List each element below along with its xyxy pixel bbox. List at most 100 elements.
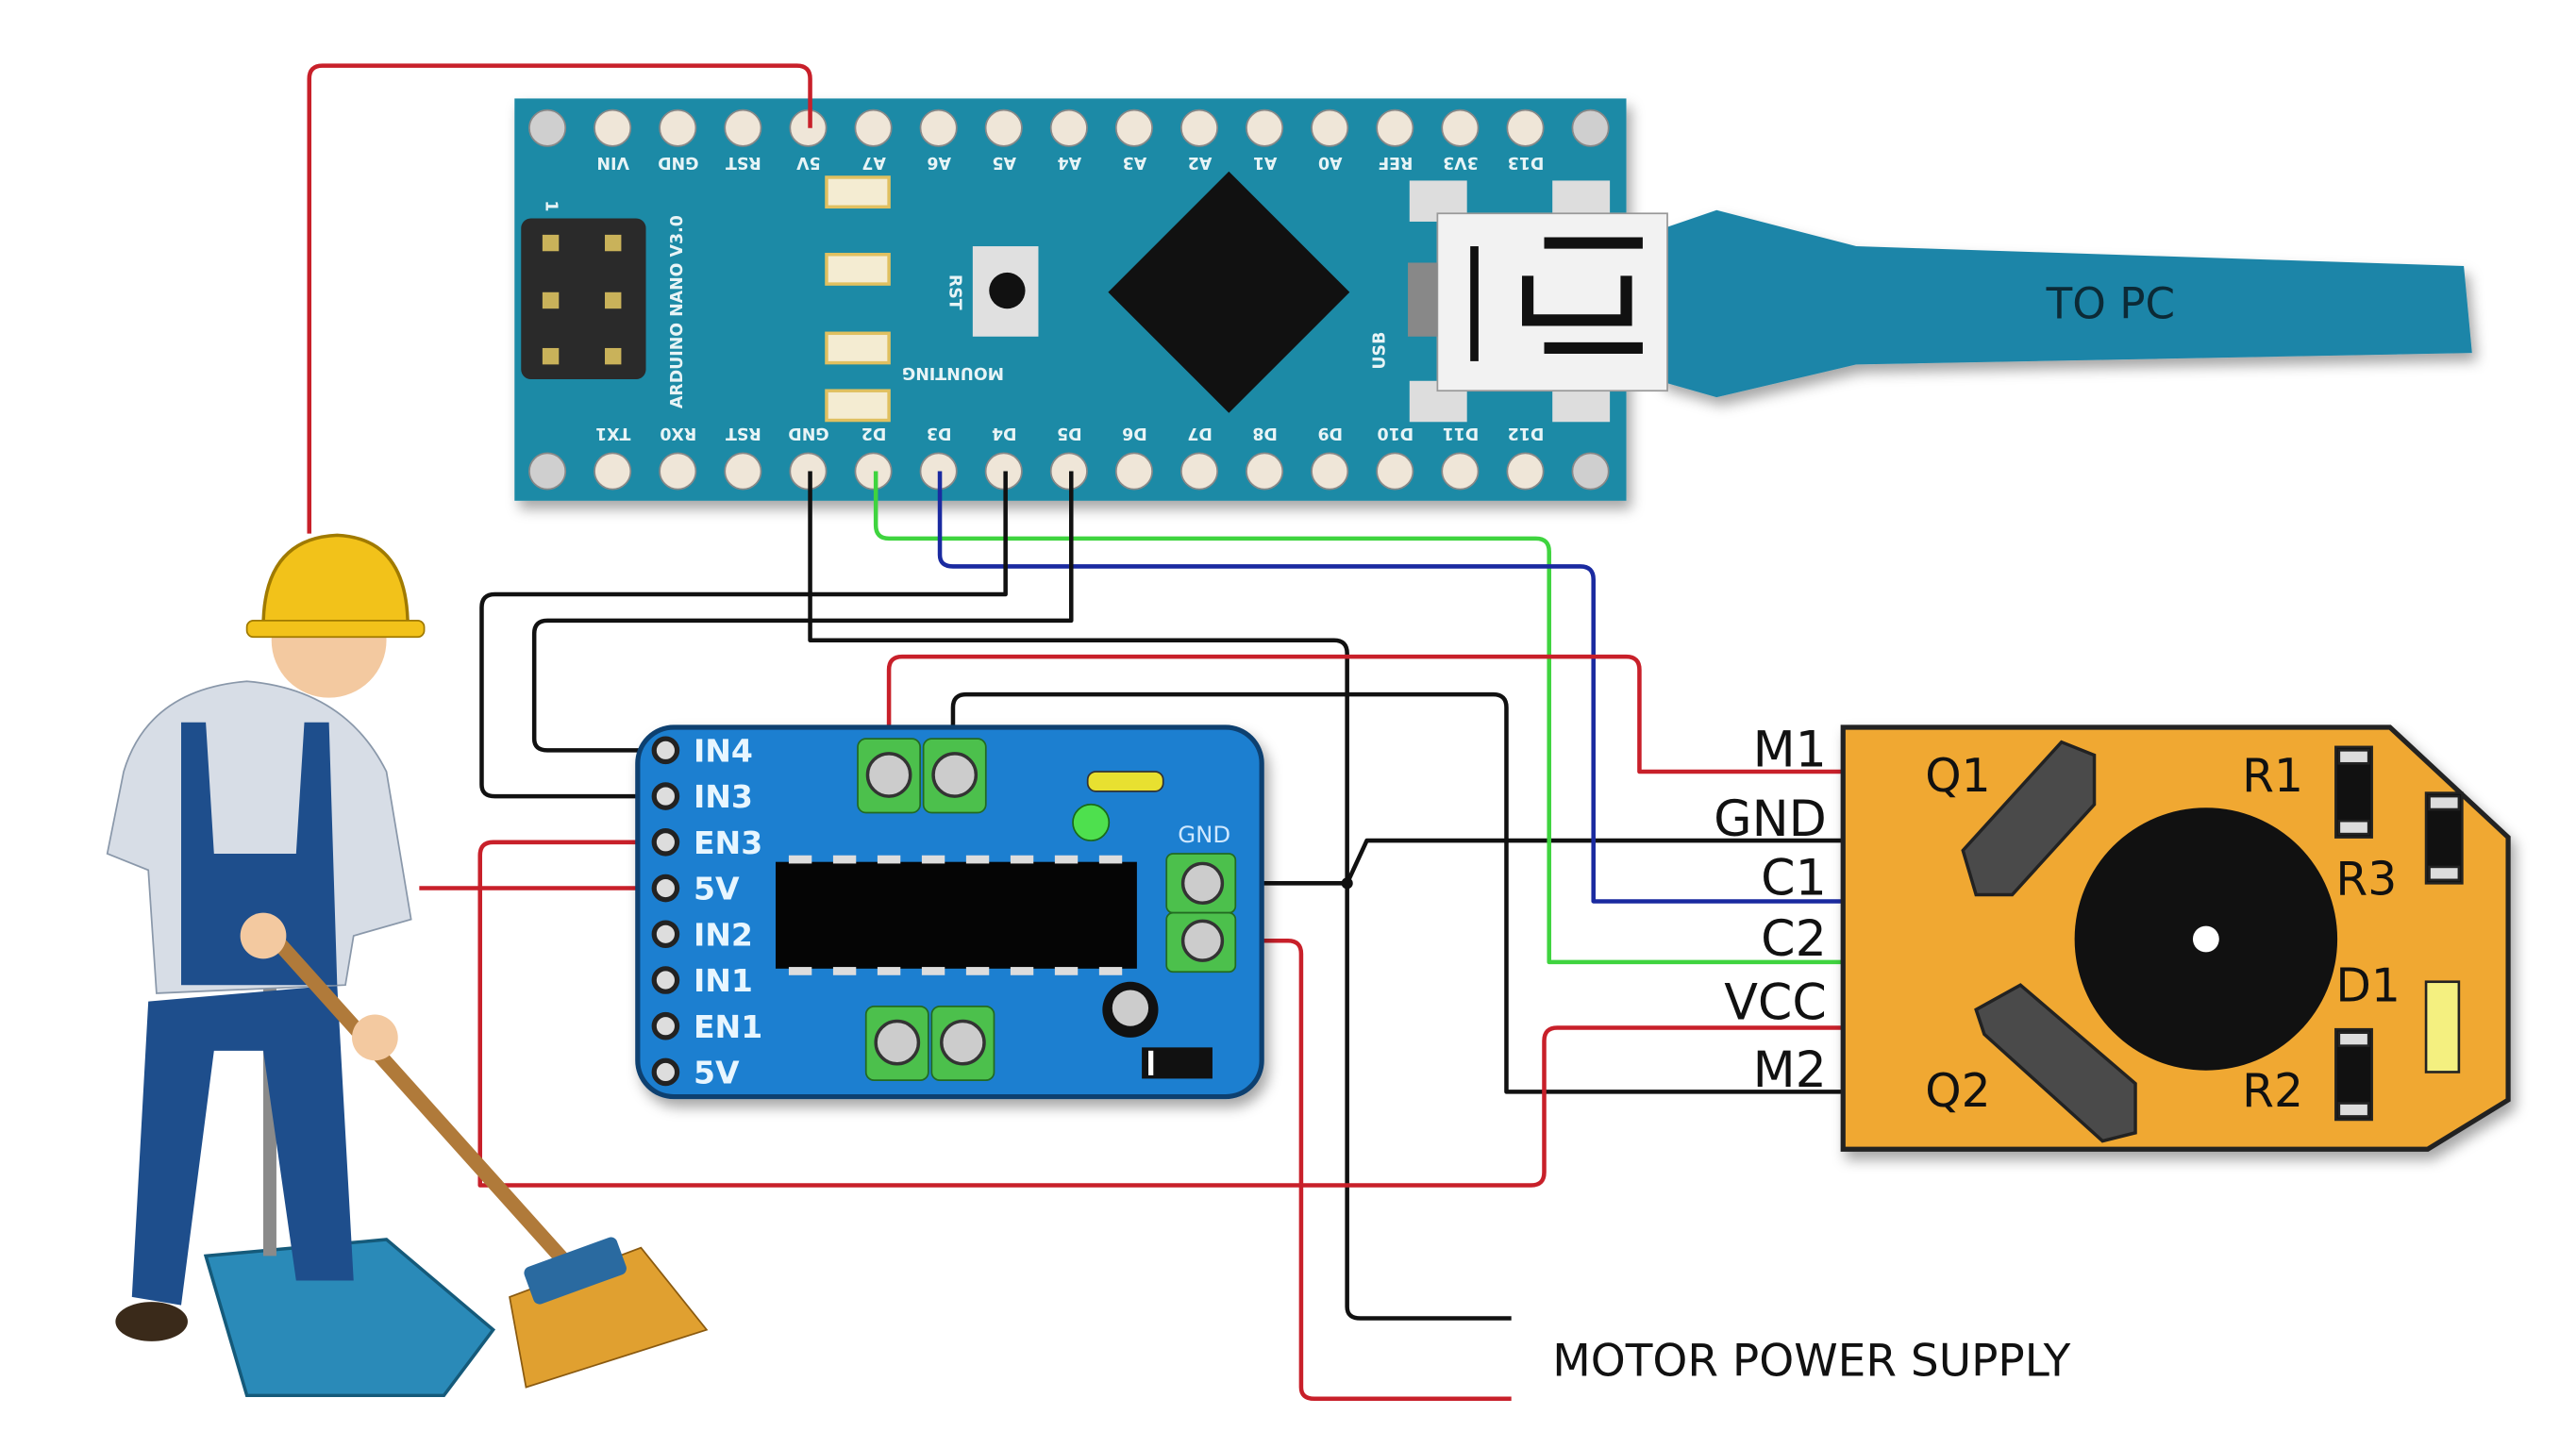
header-pin-hole	[1180, 108, 1219, 147]
wire-gnd-junction	[1202, 838, 1889, 886]
arduino-top-pin-label: REF	[1378, 153, 1413, 172]
header-pin-hole	[1180, 452, 1219, 491]
header-pin-hole	[659, 452, 697, 491]
component-q1: Q1	[1925, 750, 1990, 803]
ic-pin	[965, 967, 990, 975]
driver-pin[interactable]	[651, 736, 680, 765]
driver-pin[interactable]	[651, 1057, 680, 1087]
arduino-top-pin-label: A0	[1318, 153, 1343, 172]
driver-pin[interactable]	[651, 828, 680, 857]
ic-pin	[788, 967, 812, 975]
arduino-bottom-pin-label: D5	[1057, 424, 1082, 442]
terminal-block-top[interactable]	[857, 738, 987, 814]
arduino-top-pin-label: RST	[726, 153, 761, 172]
driver-pin-label-en1: EN1	[694, 1008, 762, 1045]
usb-cable: TO PC	[1659, 209, 2472, 398]
terminal-block-bottom[interactable]	[864, 1005, 995, 1082]
arduino-bottom-pin-label: D3	[927, 424, 952, 442]
arduino-top-pin-label: A7	[861, 153, 886, 172]
arduino-bottom-pin-label: D8	[1252, 424, 1278, 442]
component-r1: R1	[2242, 750, 2303, 803]
header-pin-hole	[1246, 452, 1284, 491]
encoder-pin-label-vcc: VCC	[1724, 975, 1827, 1032]
header-pin-hole	[984, 108, 1023, 147]
terminal-block-gnd[interactable]	[1165, 853, 1237, 974]
header-pin-hole	[659, 108, 697, 147]
driver-pin[interactable]	[651, 874, 680, 903]
ic-pin	[921, 967, 945, 975]
arduino-top-pin-label: A5	[992, 153, 1016, 172]
ic-pin	[832, 855, 857, 864]
wire-m1-red	[886, 654, 1889, 774]
header-pin-hole	[1506, 108, 1545, 147]
arduino-bottom-pin-label: D9	[1317, 424, 1343, 442]
arduino-top-pin-label: A3	[1123, 153, 1147, 172]
driver-pin-label-in1: IN1	[694, 962, 753, 999]
arduino-bottom-pin-label: D10	[1377, 424, 1413, 442]
arduino-bottom-pin-label: GND	[788, 424, 828, 442]
arduino-top-pin-label: A4	[1058, 153, 1082, 172]
driver-ic	[776, 861, 1137, 969]
wire-c2-green	[873, 471, 1889, 965]
header-pin-hole	[1571, 108, 1610, 147]
driver-pin[interactable]	[651, 782, 680, 810]
ic-pin	[1054, 967, 1079, 975]
driver-pin[interactable]	[651, 966, 680, 994]
header-pin-hole	[724, 452, 762, 491]
header-pin-hole	[724, 108, 762, 147]
driver-pin-label-5v: 5V	[694, 871, 740, 907]
arduino-bottom-pin-label: D2	[861, 424, 887, 442]
motor-power-supply-label: MOTOR POWER SUPPLY	[1552, 1335, 2070, 1387]
driver-pin-label-in4: IN4	[694, 733, 753, 770]
reset-label: RST	[945, 275, 963, 310]
driver-pin[interactable]	[651, 1011, 680, 1040]
encoder-pin-label-m2: M2	[1753, 1042, 1827, 1099]
arduino-bottom-pin-label: D6	[1122, 424, 1147, 442]
worker-sweeping-illustration	[106, 533, 709, 1398]
wire-c1-blue	[937, 471, 1889, 904]
driver-pin[interactable]	[651, 920, 680, 949]
ic-pin	[877, 855, 901, 864]
ic-pin	[1054, 855, 1079, 864]
header-pin-hole	[919, 108, 958, 147]
header-pin-hole	[854, 452, 893, 491]
encoder-pin-label-c1: C1	[1761, 850, 1827, 907]
header-pin-hole	[1049, 108, 1088, 147]
ic-pin	[1098, 855, 1123, 864]
arduino-bottom-pin-label: TX1	[595, 424, 630, 442]
encoder-pin-label-gnd: GND	[1714, 791, 1827, 848]
usb-label: USB	[1371, 332, 1390, 370]
ic-pin	[877, 967, 901, 975]
component-r3: R3	[2335, 853, 2397, 906]
driver-pin-label-en3: EN3	[694, 824, 762, 861]
usb-connector	[1408, 180, 1668, 423]
ic-pin	[921, 855, 945, 864]
ic-pin	[1010, 967, 1034, 975]
ic-pin	[832, 967, 857, 975]
component-r2: R2	[2242, 1065, 2303, 1118]
header-pin-hole	[1311, 452, 1349, 491]
component-q2: Q2	[1925, 1065, 1990, 1118]
header-pin-hole	[1376, 108, 1414, 147]
wires	[307, 63, 1889, 1402]
arduino-bottom-pin-label: D7	[1187, 424, 1213, 442]
header-pin-hole	[594, 108, 632, 147]
board-name: ARDUINO NANO V3.0	[668, 215, 687, 408]
arduino-top-pin-label: A1	[1253, 153, 1278, 172]
driver-pin-label-in3: IN3	[694, 778, 753, 815]
driver-pin-label-in2: IN2	[694, 916, 753, 953]
ic-pin	[788, 855, 812, 864]
power-led	[1072, 803, 1111, 841]
component-d1: D1	[2335, 960, 2400, 1013]
jumper-label: 1	[541, 200, 560, 211]
arduino-bottom-pin-label: RST	[726, 424, 761, 442]
wire-in4-black	[531, 471, 1074, 753]
header-pin-hole	[854, 108, 893, 147]
header-pin-hole	[528, 452, 567, 491]
header-pin-hole	[594, 452, 632, 491]
arduino-top-pin-label: D13	[1508, 153, 1545, 172]
